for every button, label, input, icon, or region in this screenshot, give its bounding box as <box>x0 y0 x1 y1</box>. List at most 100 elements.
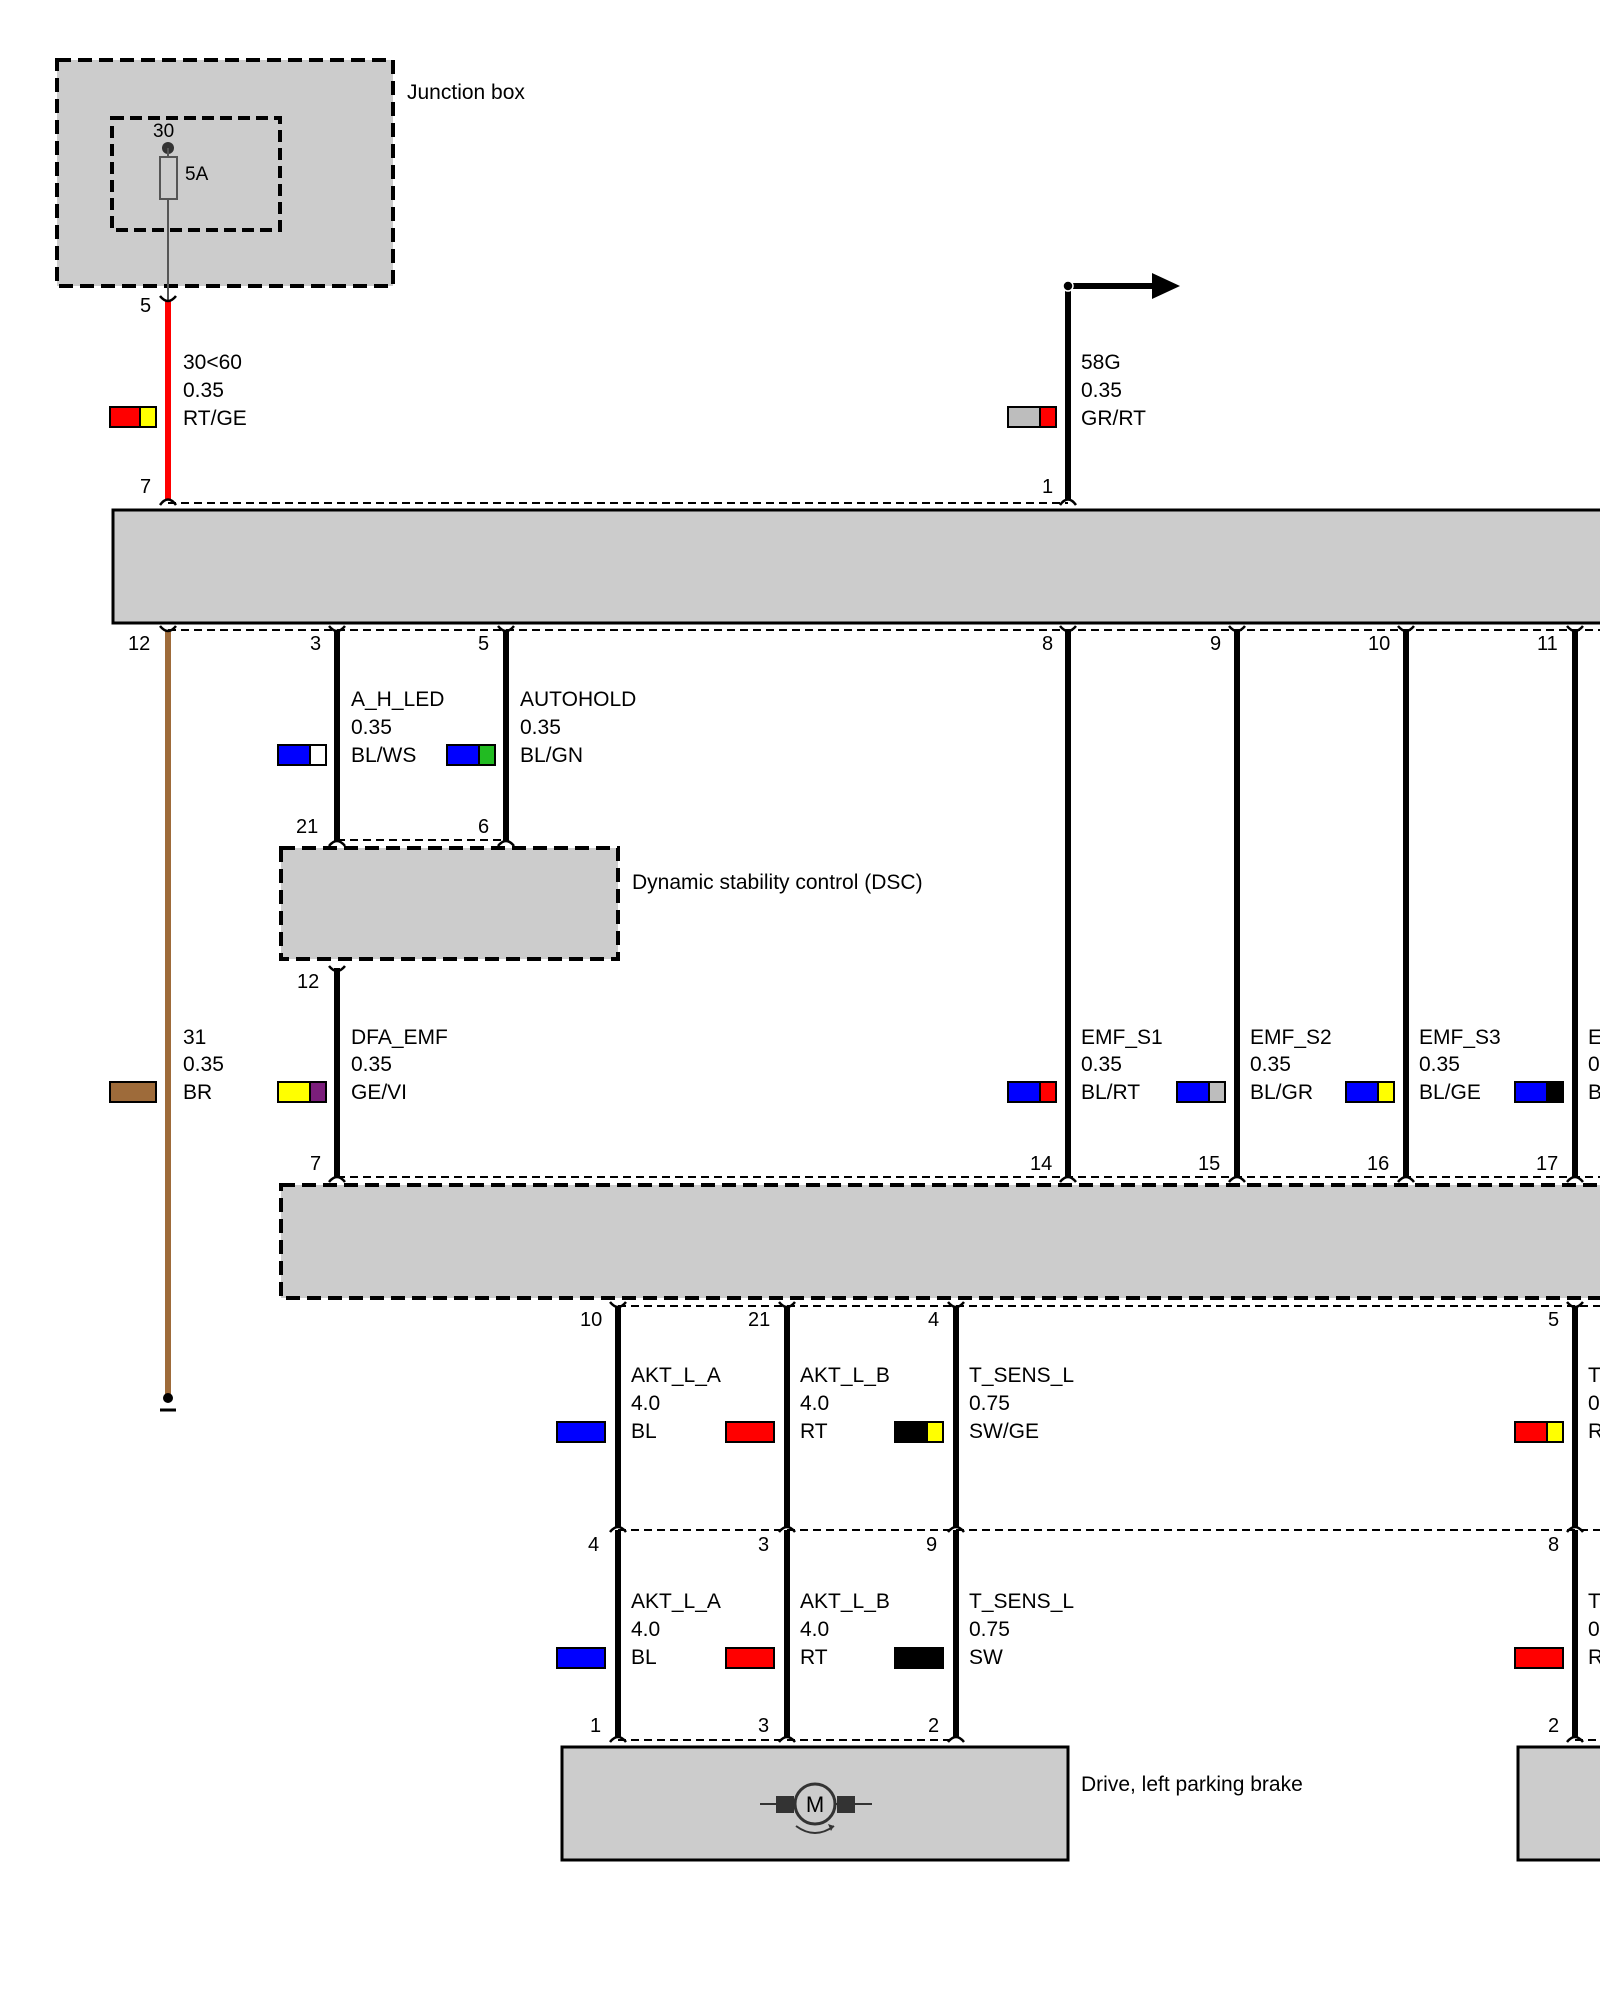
color-swatch-primary <box>894 1647 944 1669</box>
wire-color-code: R <box>1588 1420 1600 1443</box>
wire-gauge: 0.35 <box>1081 379 1122 402</box>
pin-label: 2 <box>928 1715 939 1737</box>
control-unit <box>111 508 1600 625</box>
wire-color-code: BR <box>183 1081 212 1104</box>
junction-box: 30 5A <box>55 58 395 300</box>
wire-gauge: 4.0 <box>631 1392 660 1415</box>
color-swatch-stripe <box>1039 1081 1057 1103</box>
wire-emf-s2: 9 15 EMF_S2 0.35 BL/GR <box>1176 625 1332 1183</box>
wire-color-code: BL <box>631 1420 657 1443</box>
wire-gauge: 0.35 <box>1081 1053 1122 1076</box>
drive-right-parking-brake <box>1516 1745 1600 1862</box>
pin-label: 2 <box>1548 1715 1559 1737</box>
color-swatch-primary <box>894 1421 928 1443</box>
wire-color-code: GE/VI <box>351 1081 407 1104</box>
wire-name: AKT_L_A <box>631 1590 721 1613</box>
wire-t-sens-l-upper: 4 9 T_SENS_L 0.75 SW/GE <box>894 1301 1074 1556</box>
fuse-icon <box>159 156 178 200</box>
wire-gauge: 0.35 <box>1250 1053 1291 1076</box>
color-swatch-stripe <box>1208 1081 1226 1103</box>
color-swatch-primary <box>446 744 480 766</box>
pin-label: 14 <box>1030 1153 1052 1175</box>
wire-31: 12 31 0.35 BR <box>109 625 224 1412</box>
pin-label: 4 <box>928 1309 939 1331</box>
pin-label: 8 <box>1548 1534 1559 1556</box>
color-swatch-stripe <box>1039 406 1057 428</box>
wire-name: T <box>1588 1590 1600 1613</box>
wire-gauge: 0.35 <box>183 379 224 402</box>
wire-name: AKT_L_B <box>800 1590 890 1613</box>
pin-label: 5 <box>1548 1309 1559 1331</box>
wire-gauge: 0.75 <box>969 1392 1010 1415</box>
pin-label: 10 <box>1368 633 1390 655</box>
wire-name: AKT_L_A <box>631 1364 721 1387</box>
dsc-module <box>279 846 620 961</box>
pin-label: 12 <box>297 971 319 993</box>
wire-name: AUTOHOLD <box>520 688 636 711</box>
pin-label: 3 <box>758 1534 769 1556</box>
wire-akt-l-b-upper: 21 3 AKT_L_B 4.0 RT <box>725 1301 890 1556</box>
wire-color-code: RT <box>800 1646 828 1669</box>
wire-emf-s4: 11 17 E 0 B <box>1514 625 1600 1183</box>
wire-name: E <box>1588 1026 1600 1049</box>
pin-label: 3 <box>758 1715 769 1737</box>
wire-name: 58G <box>1081 351 1121 374</box>
color-swatch-stripe <box>1546 1081 1564 1103</box>
wire-color-code: BL/RT <box>1081 1081 1140 1104</box>
wire-color-code: BL/GR <box>1250 1081 1313 1104</box>
wire-name: EMF_S2 <box>1250 1026 1332 1049</box>
pin-label: 16 <box>1367 1153 1389 1175</box>
color-swatch-primary <box>1176 1081 1210 1103</box>
wire-30-60: 5 7 30<60 0.35 RT/GE <box>109 295 247 506</box>
pin-label: 12 <box>128 633 150 655</box>
wire-t-sens-r-lower: 2 T 0 R <box>1514 1530 1600 1743</box>
wire-gauge: 0.35 <box>351 1053 392 1076</box>
wire-color-code: BL/GE <box>1419 1081 1481 1104</box>
color-swatch-primary <box>1514 1421 1548 1443</box>
color-swatch-primary <box>725 1647 775 1669</box>
color-swatch-stripe <box>478 744 496 766</box>
color-swatch-primary <box>1514 1081 1548 1103</box>
color-swatch-primary <box>277 744 311 766</box>
wire-gauge: 4.0 <box>800 1392 829 1415</box>
pin-label: 8 <box>1042 633 1053 655</box>
pin-label: 3 <box>310 633 321 655</box>
pin-label: 21 <box>296 816 318 838</box>
color-swatch-stripe <box>309 1081 327 1103</box>
drive-left-label: Drive, left parking brake <box>1081 1773 1303 1796</box>
pin-label: 11 <box>1537 633 1558 655</box>
color-swatch-stripe <box>309 744 327 766</box>
color-swatch-primary <box>556 1647 606 1669</box>
color-swatch-primary <box>556 1421 606 1443</box>
svg-text:M: M <box>806 1792 824 1817</box>
wire-dfa-emf: 12 7 DFA_EMF 0.35 GE/VI <box>277 965 448 1183</box>
wire-name: T <box>1588 1364 1600 1387</box>
wire-color-code: R <box>1588 1646 1600 1669</box>
fuse-rating-label: 5A <box>185 164 209 185</box>
pin-label: 7 <box>140 476 151 498</box>
pin-label: 7 <box>310 1153 321 1175</box>
wire-name: DFA_EMF <box>351 1026 448 1049</box>
arrow-right-icon <box>1152 273 1180 299</box>
wire-name: 30<60 <box>183 351 242 374</box>
wire-gauge: 0.35 <box>351 716 392 739</box>
pin-label: 21 <box>748 1309 770 1331</box>
pin-label: 4 <box>588 1534 599 1556</box>
parking-brake-module <box>279 1183 1600 1300</box>
wire-color-code: B <box>1588 1081 1600 1104</box>
pin-label: 1 <box>590 1715 601 1737</box>
color-swatch-primary <box>1345 1081 1379 1103</box>
wire-color-code: SW/GE <box>969 1420 1039 1443</box>
wire-gauge: 4.0 <box>800 1618 829 1641</box>
wire-name: T_SENS_L <box>969 1364 1074 1387</box>
pin-label: 9 <box>926 1534 937 1556</box>
wire-color-code: BL <box>631 1646 657 1669</box>
fuse-pin-label: 30 <box>153 121 174 142</box>
wire-a-h-led: 3 21 A_H_LED 0.35 BL/WS <box>277 625 444 847</box>
wire-t-sens-r-upper: 5 8 T 0 R <box>1514 1301 1600 1556</box>
motor-icon: M <box>760 1782 872 1834</box>
wire-color-code: RT/GE <box>183 407 247 430</box>
wire-akt-l-a-upper: 10 4 AKT_L_A 4.0 BL <box>556 1301 721 1556</box>
wire-color-code: SW <box>969 1646 1003 1669</box>
